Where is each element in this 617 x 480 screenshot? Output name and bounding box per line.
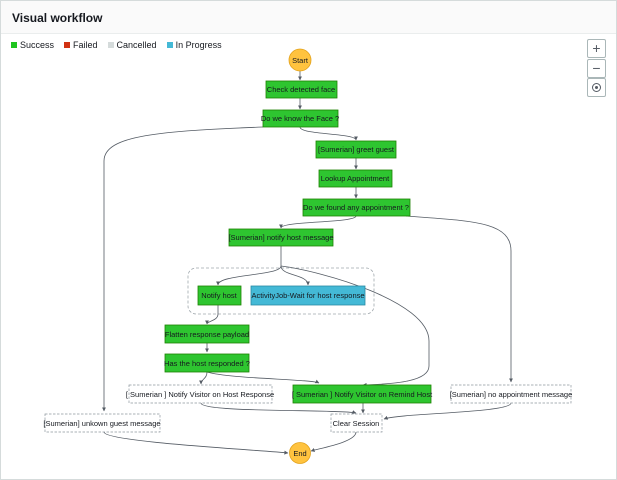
notify-host-node[interactable]: Notify host <box>197 285 242 306</box>
activity-wait-node[interactable]: ActivityJob-Wait for host response <box>250 285 366 306</box>
know-face-label: Do we know the Face ? <box>261 114 339 123</box>
host-responded-label: Has the host responded ? <box>164 359 250 368</box>
check-face-node[interactable]: Check detected face <box>265 80 338 99</box>
zoom-out-button[interactable]: − <box>587 59 606 78</box>
start-node-label: Start <box>292 56 309 65</box>
legend-failed-label: Failed <box>73 40 98 50</box>
notify-visitor-host-response-label: [ Sumerian ] Notify Visitor on Host Resp… <box>126 390 274 399</box>
legend-in-progress-label: In Progress <box>175 40 222 50</box>
found-appointment-node[interactable]: Do we found any appointment ? <box>302 198 411 217</box>
flatten-payload-node[interactable]: Flatten response payload <box>164 324 250 344</box>
greet-guest-label: [Sumerian] greet guest <box>318 145 395 154</box>
greet-guest-node[interactable]: [Sumerian] greet guest <box>315 140 397 159</box>
legend-failed: Failed <box>64 40 98 50</box>
lookup-appointment-node[interactable]: Lookup Appointment <box>318 169 393 188</box>
legend-cancelled-label: Cancelled <box>116 40 157 50</box>
notify-visitor-host-response-node[interactable]: [ Sumerian ] Notify Visitor on Host Resp… <box>126 384 274 404</box>
cancelled-swatch <box>107 42 114 48</box>
clear-session-node[interactable]: Clear Session <box>330 413 383 433</box>
plus-icon: + <box>592 40 601 56</box>
check-face-label: Check detected face <box>267 85 335 94</box>
activity-wait-label: ActivityJob-Wait for host response <box>251 291 364 300</box>
workflow-edges <box>102 70 513 455</box>
lookup-appointment-label: Lookup Appointment <box>321 174 390 183</box>
unknown-guest-message-node[interactable]: [Sumerian] unkown guest message <box>43 413 161 433</box>
failed-swatch <box>64 42 71 48</box>
host-responded-node[interactable]: Has the host responded ? <box>164 353 250 373</box>
start-node[interactable]: Start <box>288 48 312 72</box>
legend-success: Success <box>11 40 54 50</box>
found-appointment-label: Do we found any appointment ? <box>303 203 409 212</box>
target-icon <box>592 83 601 92</box>
legend-cancelled: Cancelled <box>107 40 157 50</box>
legend-in-progress: In Progress <box>166 40 222 50</box>
legend-success-label: Success <box>20 40 55 50</box>
notify-host-message-node[interactable]: [Sumerian] notify host message <box>228 228 334 247</box>
notify-host-message-label: [Sumerian] notify host message <box>228 233 333 242</box>
panel-title: Visual workflow <box>12 11 103 25</box>
end-node[interactable]: End <box>289 442 311 464</box>
success-swatch <box>11 42 17 48</box>
in-progress-swatch <box>166 42 173 48</box>
clear-session-label: Clear Session <box>333 419 380 428</box>
notify-visitor-remind-host-label: [ Sumerian ] Notify Visitor on Remind Ho… <box>292 390 433 399</box>
notify-host-label: Notify host <box>201 291 237 300</box>
center-view-button[interactable] <box>587 78 606 97</box>
status-legend: Success Failed Cancelled In Progress <box>11 40 232 50</box>
unknown-guest-message-label: [Sumerian] unkown guest message <box>43 419 160 428</box>
panel-header: Visual workflow <box>1 1 616 34</box>
end-node-label: End <box>293 449 306 458</box>
flatten-payload-label: Flatten response payload <box>165 330 249 339</box>
know-face-node[interactable]: Do we know the Face ? <box>261 109 339 128</box>
no-appointment-message-label: [Sumerian] no appointment message <box>450 390 573 399</box>
no-appointment-message-node[interactable]: [Sumerian] no appointment message <box>450 384 573 404</box>
notify-visitor-remind-host-node[interactable]: [ Sumerian ] Notify Visitor on Remind Ho… <box>292 384 433 404</box>
minus-icon: − <box>592 60 601 76</box>
zoom-in-button[interactable]: + <box>587 39 606 58</box>
